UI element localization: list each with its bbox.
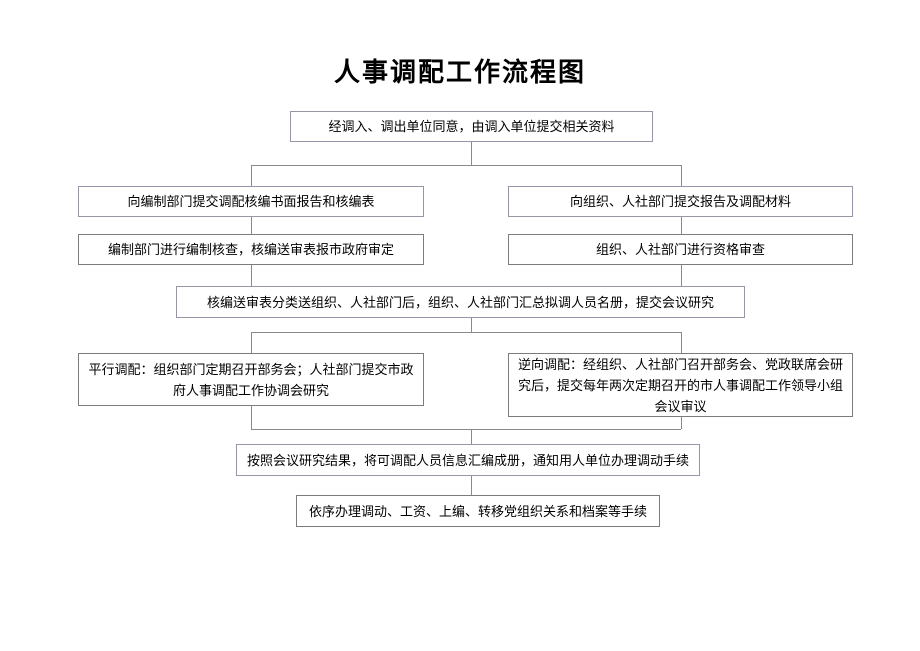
connector-split-2-left-down xyxy=(251,332,252,353)
flow-node-parallel-left[interactable]: 平行调配：组织部门定期召开部务会；人社部门提交市政 府人事调配工作协调会研究 xyxy=(78,353,424,406)
connector-parallel-left-down xyxy=(251,406,252,429)
flow-node-label: 按照会议研究结果，将可调配人员信息汇编成册，通知用人单位办理调动手续 xyxy=(246,452,689,468)
flow-node-label: 依序办理调动、工资、上编、转移党组织关系和档案等手续 xyxy=(308,503,647,519)
connector-split-1-right-down xyxy=(681,165,682,186)
connector-split-2-bar xyxy=(251,332,681,333)
connector-left-2-down xyxy=(251,265,252,286)
flow-node-right-2[interactable]: 组织、人社部门进行资格审查 xyxy=(508,234,853,265)
flow-node-left-1[interactable]: 向编制部门提交调配核编书面报告和核编表 xyxy=(78,186,424,217)
connector-split-1-bar xyxy=(251,165,681,166)
flow-node-label: 组织、人社部门进行资格审查 xyxy=(595,242,765,257)
flow-node-label: 向编制部门提交调配核编书面报告和核编表 xyxy=(127,194,375,209)
connector-right-2-down xyxy=(681,265,682,286)
flow-node-label: 编制部门进行编制核查，核编送审表报市政府审定 xyxy=(107,242,394,257)
connector-merge-2-down xyxy=(471,429,472,444)
connector-right-1-to-right-2 xyxy=(681,217,682,234)
flow-node-merge-1[interactable]: 核编送审表分类送组织、人社部门后，组织、人社部门汇总拟调人员名册，提交会议研究 xyxy=(176,286,745,318)
connector-left-1-to-left-2 xyxy=(251,217,252,234)
connector-parallel-right-down xyxy=(681,417,682,429)
connector-merge-1-down xyxy=(471,318,472,332)
flow-node-finish[interactable]: 依序办理调动、工资、上编、转移党组织关系和档案等手续 xyxy=(296,495,660,527)
flow-node-label: 平行调配：组织部门定期召开部务会；人社部门提交市政 府人事调配工作协调会研究 xyxy=(88,361,414,398)
page-title: 人事调配工作流程图 xyxy=(333,58,586,87)
connector-split-2-right-down xyxy=(681,332,682,353)
connector-compile-down xyxy=(471,476,472,495)
flow-node-left-2[interactable]: 编制部门进行编制核查，核编送审表报市政府审定 xyxy=(78,234,424,265)
flow-node-right-1[interactable]: 向组织、人社部门提交报告及调配材料 xyxy=(508,186,853,217)
flow-node-label: 核编送审表分类送组织、人社部门后，组织、人社部门汇总拟调人员名册，提交会议研究 xyxy=(206,294,714,310)
connector-start-down xyxy=(471,142,472,165)
flow-node-label: 经调入、调出单位同意，由调入单位提交相关资料 xyxy=(328,119,615,134)
flow-node-label: 向组织、人社部门提交报告及调配材料 xyxy=(569,194,791,209)
flow-node-start[interactable]: 经调入、调出单位同意，由调入单位提交相关资料 xyxy=(290,111,653,142)
connector-split-1-left-down xyxy=(251,165,252,186)
flow-node-parallel-right[interactable]: 逆向调配：经组织、人社部门召开部务会、党政联席会研 究后，提交每年两次定期召开的… xyxy=(508,353,853,417)
flow-node-compile[interactable]: 按照会议研究结果，将可调配人员信息汇编成册，通知用人单位办理调动手续 xyxy=(236,444,700,476)
connector-merge-2-bar xyxy=(251,429,681,430)
flow-node-label: 逆向调配：经组织、人社部门召开部务会、党政联席会研 究后，提交每年两次定期召开的… xyxy=(517,356,843,414)
